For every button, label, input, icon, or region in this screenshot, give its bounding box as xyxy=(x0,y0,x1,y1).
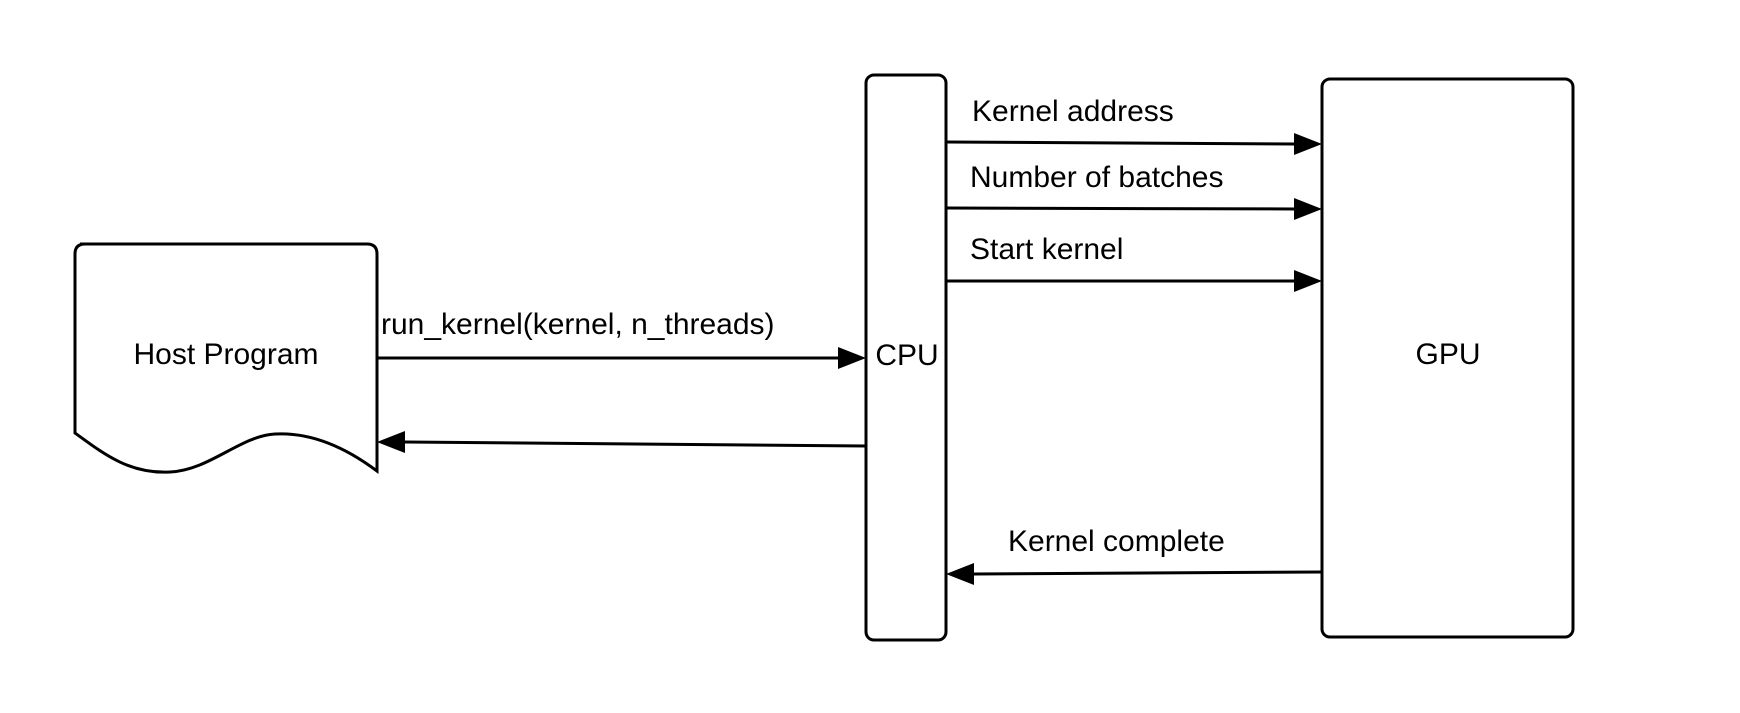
host-program-shape xyxy=(73,242,379,474)
kernel-complete-arrowhead xyxy=(946,563,974,585)
cpu-shape xyxy=(864,73,948,642)
cpu-node: CPU xyxy=(864,73,948,642)
run-kernel-label: run_kernel(kernel, n_threads) xyxy=(381,308,775,341)
edge-start-kernel: Start kernel xyxy=(946,233,1322,292)
edge-run-kernel: run_kernel(kernel, n_threads) xyxy=(377,308,866,369)
edge-kernel-address: Kernel address xyxy=(945,95,1322,155)
kernel-complete-label: Kernel complete xyxy=(1008,525,1225,558)
edge-kernel-complete: Kernel complete xyxy=(946,525,1323,585)
gpu-node: GPU xyxy=(1320,77,1575,639)
host-program-node: Host Program xyxy=(73,242,379,474)
gpu-shape xyxy=(1320,77,1575,639)
kernel-address-arrowhead xyxy=(1294,133,1322,155)
edge-number-of-batches: Number of batches xyxy=(945,161,1322,220)
edge-cpu-to-host-return xyxy=(377,431,867,453)
start-kernel-arrowhead xyxy=(1294,270,1322,292)
number-of-batches-arrowhead xyxy=(1294,198,1322,220)
host-program-label: Host Program xyxy=(133,338,318,371)
run-kernel-arrowhead xyxy=(838,347,866,369)
return-arrow-line xyxy=(404,440,867,448)
gpu-label: GPU xyxy=(1415,338,1480,371)
cpu-label: CPU xyxy=(875,339,938,372)
kernel-address-arrow-line xyxy=(945,140,1297,146)
kernel-address-label: Kernel address xyxy=(972,95,1174,128)
number-of-batches-label: Number of batches xyxy=(970,161,1223,194)
start-kernel-label: Start kernel xyxy=(970,233,1123,266)
return-arrowhead xyxy=(377,431,405,453)
number-of-batches-arrow-line xyxy=(945,206,1297,211)
kernel-complete-arrow-line xyxy=(973,570,1323,576)
